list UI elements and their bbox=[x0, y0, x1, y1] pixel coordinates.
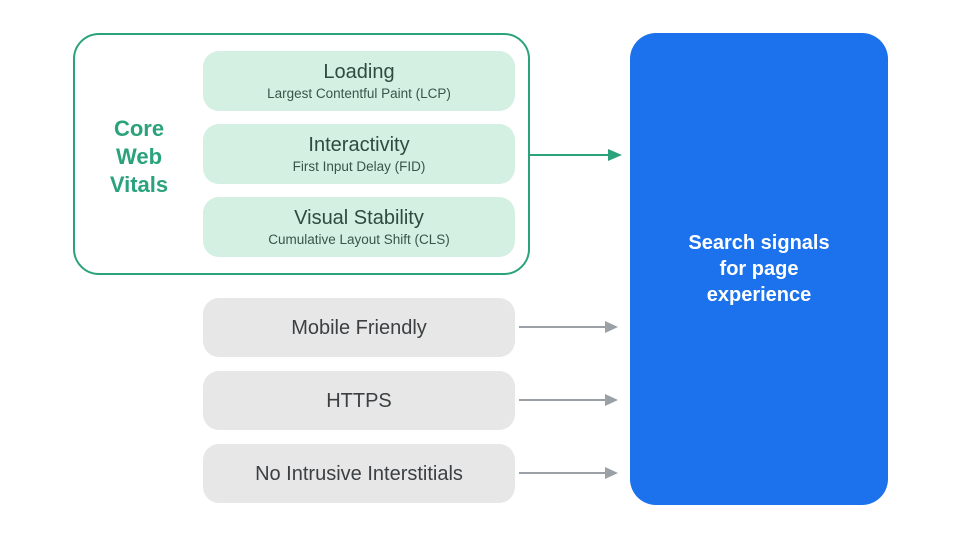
metric-visual-stability-title: Visual Stability bbox=[294, 207, 424, 229]
arrow-head-icon bbox=[605, 467, 618, 479]
core-web-vitals-label-line: Core bbox=[113, 116, 165, 141]
core-web-vitals-label-line: Vitals bbox=[109, 172, 169, 197]
signal-https-label: HTTPS bbox=[326, 389, 392, 412]
metric-interactivity: Interactivity First Input Delay (FID) bbox=[203, 124, 515, 184]
arrow-line bbox=[519, 472, 607, 474]
metric-visual-stability: Visual Stability Cumulative Layout Shift… bbox=[203, 197, 515, 257]
signal-no-intrusive-interstitials: No Intrusive Interstitials bbox=[203, 444, 515, 503]
arrow-line bbox=[519, 399, 607, 401]
metric-interactivity-title: Interactivity bbox=[308, 134, 410, 156]
arrow-line bbox=[530, 153, 610, 156]
signal-https: HTTPS bbox=[203, 371, 515, 430]
arrow-head-icon bbox=[608, 148, 622, 161]
metric-loading: Loading Largest Contentful Paint (LCP) bbox=[203, 51, 515, 111]
arrow-line bbox=[519, 326, 607, 328]
core-web-vitals-label: Core Web Vitals bbox=[73, 33, 205, 275]
result-label-line: for page bbox=[719, 258, 799, 280]
arrow-head-icon bbox=[605, 394, 618, 406]
metric-loading-title: Loading bbox=[323, 61, 395, 83]
metric-interactivity-subtitle: First Input Delay (FID) bbox=[292, 159, 426, 174]
metric-loading-subtitle: Largest Contentful Paint (LCP) bbox=[267, 86, 451, 101]
core-web-vitals-label-line: Web bbox=[115, 144, 163, 169]
result-label-line: Search signals bbox=[688, 232, 830, 254]
signal-mobile-friendly: Mobile Friendly bbox=[203, 298, 515, 357]
result-label-line: experience bbox=[706, 284, 812, 306]
signal-mobile-friendly-label: Mobile Friendly bbox=[291, 316, 427, 339]
arrow-head-icon bbox=[605, 321, 618, 333]
signal-no-intrusive-interstitials-label: No Intrusive Interstitials bbox=[255, 462, 463, 485]
search-signals-result-box: Search signals for page experience bbox=[630, 33, 888, 505]
metric-visual-stability-subtitle: Cumulative Layout Shift (CLS) bbox=[268, 232, 450, 247]
